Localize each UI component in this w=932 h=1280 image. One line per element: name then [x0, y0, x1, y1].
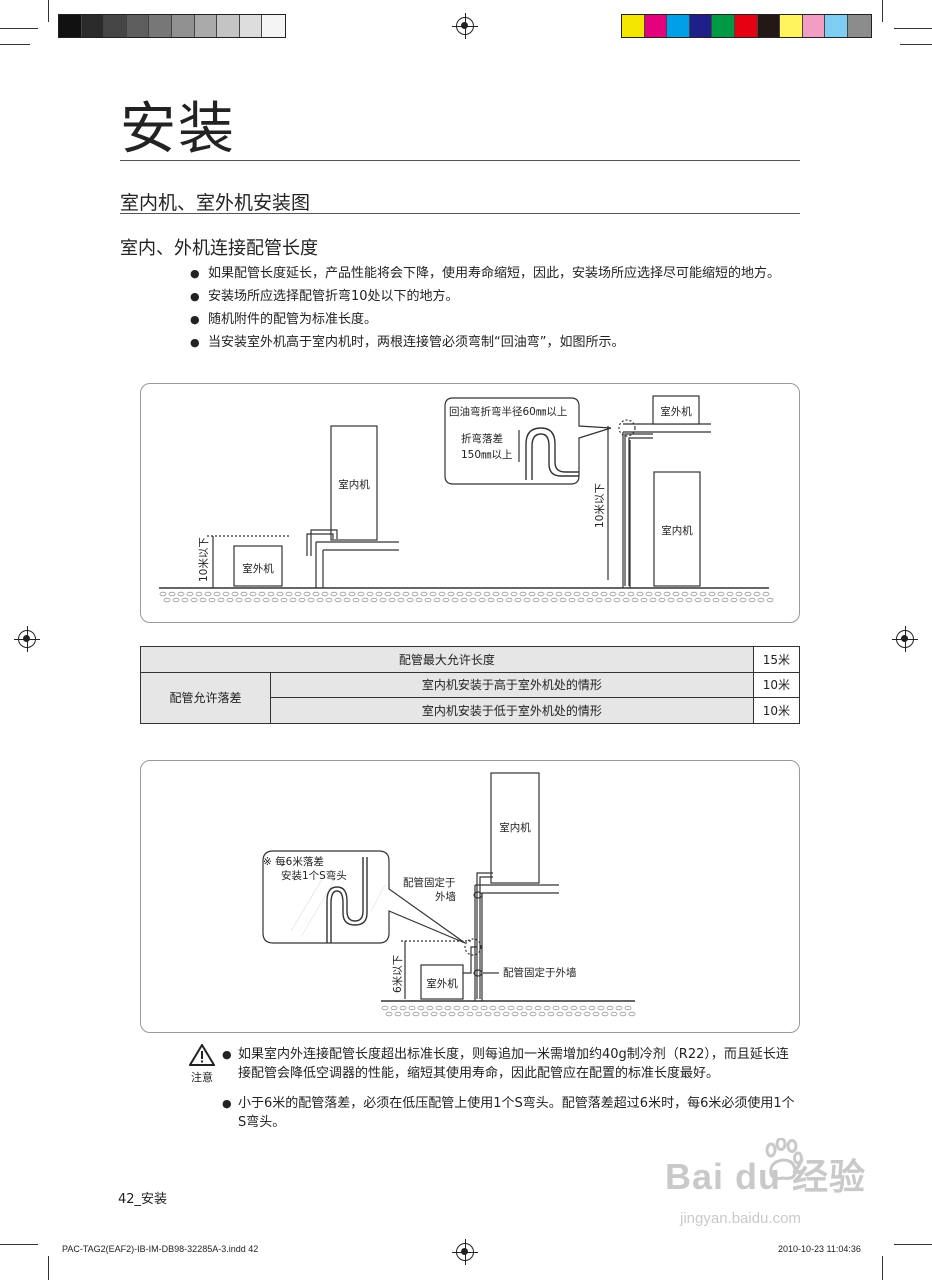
indoor-unit-label: 室内机	[338, 478, 370, 491]
installation-diagram-2: 室内机 室外机 ※ 每6米落差 安装1个S弯头 配管固定于 外墙 配管固定于外墙…	[140, 760, 800, 1033]
indoor-unit-label: 室内机	[499, 821, 531, 834]
table-cell: 室内机安装于高于室外机处的情形	[270, 671, 754, 698]
color-swatch	[622, 15, 645, 37]
callout-drop-label: 折弯落差	[461, 432, 503, 445]
file-info: PAC-TAG2(EAF2)-IB-IM-DB98-32285A-3.indd …	[62, 1244, 259, 1254]
watermark-brand: Bai du 经验	[665, 1156, 867, 1197]
caution-label: 注意	[191, 1071, 213, 1084]
height-limit-label: 6米以下	[391, 955, 404, 993]
callout-drop-value: 150㎜以上	[461, 449, 513, 461]
s-bend-note: ※ 每6米落差	[263, 855, 324, 868]
color-swatch	[217, 15, 240, 37]
subsection-title: 室内、外机连接配管长度	[120, 238, 318, 259]
crop-mark	[894, 28, 932, 29]
color-swatch	[734, 15, 758, 37]
table-row: 配管最大允许长度 15米	[140, 646, 801, 673]
color-swatch	[59, 15, 82, 37]
color-swatch	[81, 15, 105, 37]
height-limit-label: 10米以下	[197, 537, 210, 582]
fix-label: 外墙	[435, 890, 456, 903]
indoor-unit-label: 室内机	[661, 524, 693, 537]
table-cell: 室内机安装于低于室外机处的情形	[270, 697, 754, 724]
list-item: 如果配管长度延长，产品性能将会下降，使用寿命缩短，因此，安装场所应选择尽可能缩短…	[190, 264, 802, 283]
color-swatch	[149, 15, 172, 37]
color-swatch	[689, 15, 713, 37]
page-number: 42_安装	[118, 1192, 168, 1207]
callout-bend-radius: 回油弯折弯半径60㎜以上	[449, 405, 567, 418]
registration-mark	[892, 626, 918, 652]
section-rule	[120, 213, 800, 214]
print-date: 2010-10-23 11:04:36	[778, 1244, 861, 1254]
table-row: 室内机安装于低于室外机处的情形 10米	[141, 697, 801, 724]
section-title: 室内机、室外机安装图	[120, 192, 311, 214]
registration-mark	[452, 13, 478, 39]
outdoor-unit-label: 室外机	[426, 977, 458, 990]
baidu-watermark: Bai du 经验 jingyan.baidu.com	[665, 1130, 915, 1250]
installation-diagram-1: 室内机 室外机 室外机 室内机 回油弯折弯半径60㎜以上 折弯落差 150㎜以上…	[140, 383, 800, 623]
outdoor-unit-label: 室外机	[660, 405, 692, 418]
crop-mark	[0, 1244, 38, 1245]
crop-mark	[48, 1256, 49, 1280]
pipe-spec-table: 配管最大允许长度 15米 配管允许落差 室内机安装于高于室外机处的情形 10米 …	[140, 646, 801, 724]
color-swatch	[104, 15, 127, 37]
table-cell: 15米	[752, 646, 801, 673]
registration-mark	[14, 626, 40, 652]
list-item: 当安装室外机高于室内机时，两根连接管必须弯制“回油弯”，如图所示。	[190, 333, 802, 352]
table-cell: 10米	[752, 671, 801, 698]
caution-notes: 如果室内外连接配管长度超出标准长度，则每追加一米需增加约40g制冷剂（R22），…	[222, 1045, 800, 1143]
fix-label: 配管固定于外墙	[503, 966, 577, 979]
color-swatch	[847, 15, 871, 37]
color-swatch	[171, 15, 195, 37]
crop-mark	[0, 44, 30, 45]
color-swatch	[644, 15, 668, 37]
color-swatch	[239, 15, 263, 37]
outdoor-unit-label: 室外机	[242, 562, 274, 575]
color-swatch	[667, 15, 690, 37]
table-cell: 配管最大允许长度	[140, 646, 754, 673]
list-item: 小于6米的配管落差，必须在低压配管上使用1个S弯头。配管落差超过6米时，每6米必…	[222, 1094, 800, 1132]
crop-mark	[48, 0, 49, 22]
warning-triangle-icon	[188, 1043, 216, 1066]
list-item: 安装场所应选择配管折弯10处以下的地方。	[190, 287, 802, 306]
crop-mark	[882, 1256, 883, 1280]
color-swatch	[825, 15, 848, 37]
color-swatch	[780, 15, 803, 37]
table-cell: 配管允许落差	[140, 671, 271, 724]
fix-label: 配管固定于	[403, 876, 456, 889]
list-item: 随机附件的配管为标准长度。	[190, 310, 802, 329]
table-row: 配管允许落差 室内机安装于高于室外机处的情形 10米	[140, 671, 801, 724]
color-swatch	[757, 15, 781, 37]
color-swatch	[194, 15, 218, 37]
registration-mark	[452, 1239, 478, 1265]
title-rule	[120, 160, 800, 161]
crop-mark	[882, 0, 883, 22]
table-cell: 10米	[752, 697, 801, 724]
process-color-bar	[621, 14, 872, 38]
color-swatch	[802, 15, 826, 37]
page-title: 安装	[120, 97, 236, 162]
color-swatch	[712, 15, 735, 37]
height-limit-label: 10米以下	[593, 483, 606, 528]
paw-icon	[765, 1138, 803, 1180]
crop-mark	[0, 28, 38, 29]
instruction-list: 如果配管长度延长，产品性能将会下降，使用寿命缩短，因此，安装场所应选择尽可能缩短…	[190, 264, 802, 356]
color-swatch	[126, 15, 150, 37]
s-bend-note: 安装1个S弯头	[281, 869, 347, 882]
crop-mark	[894, 1244, 932, 1245]
watermark-url: jingyan.baidu.com	[680, 1210, 801, 1227]
grayscale-color-bar	[58, 14, 286, 38]
caution-block: 注意	[182, 1043, 222, 1085]
color-swatch	[262, 15, 285, 37]
list-item: 如果室内外连接配管长度超出标准长度，则每追加一米需增加约40g制冷剂（R22），…	[222, 1045, 800, 1083]
crop-mark	[900, 44, 932, 45]
